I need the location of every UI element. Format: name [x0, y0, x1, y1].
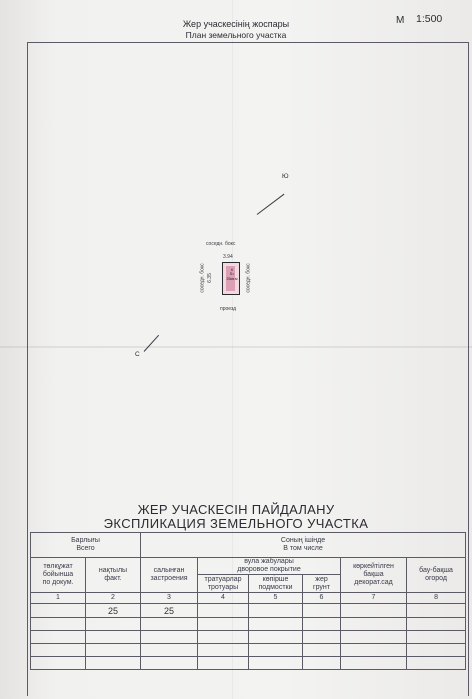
empty-cell [197, 630, 249, 644]
header-yard-cover: вула жабулары дворовое покрытие [197, 557, 341, 575]
passage-label: проезд [220, 306, 237, 312]
empty-cell [405, 643, 467, 657]
plot-number: 6 [231, 268, 233, 272]
col-number: 5 [248, 592, 303, 604]
header-ground: жер грунт [302, 574, 341, 593]
empty-cell [140, 630, 198, 644]
empty-cell [248, 630, 303, 644]
header-decor-garden: көркейтілген бақша декорат.сад [340, 557, 407, 593]
empty-cell [248, 617, 303, 631]
paper-fold-vertical [232, 0, 233, 699]
empty-cell [340, 617, 407, 631]
header-sidewalks: тратуарлар тротуары [197, 574, 249, 593]
empty-cell [140, 656, 198, 670]
empty-cell [405, 630, 467, 644]
header-built: салынған застроения [140, 557, 198, 593]
plot-hatch [226, 266, 235, 291]
empty-cell [85, 617, 141, 631]
col-number: 1 [30, 592, 86, 604]
empty-cell [140, 643, 198, 657]
explication-title-kz: ЖЕР УЧАСКЕСІН ПАЙДАЛАНУ [137, 502, 335, 517]
plan-title-ru: План земельного участка [185, 30, 287, 40]
neighbor-right-label: соседн. бокс [245, 263, 252, 293]
value-vegetable [405, 603, 467, 618]
empty-cell [302, 656, 341, 670]
explication-table: Барлығы Всего Соның ішінде В том числе т… [30, 532, 467, 670]
empty-cell [197, 643, 249, 657]
north-label: Ю [282, 173, 289, 180]
empty-cell [405, 656, 467, 670]
col-number: 2 [85, 592, 141, 604]
header-by-docs: төлкұжат бойынша по докум. [30, 557, 86, 593]
empty-cell [30, 630, 86, 644]
land-plot-outline: 6 S= 25кв.м [222, 262, 240, 295]
value-actual: 25 [85, 603, 141, 618]
empty-cell [197, 656, 249, 670]
value-by-docs [30, 603, 86, 618]
value-ground [302, 603, 341, 618]
header-bridges: көпірше подмостки [248, 574, 303, 593]
scale-value: 1:500 [416, 13, 443, 25]
header-total: Барлығы Всего [30, 532, 141, 558]
value-decor-garden [340, 603, 407, 618]
neighbor-left-label: соседн. бокс [199, 263, 206, 293]
col-number: 7 [340, 592, 407, 604]
empty-cell [302, 643, 341, 657]
paper-fold-horizontal [0, 346, 472, 348]
empty-cell [197, 617, 249, 631]
empty-cell [302, 630, 341, 644]
empty-cell [248, 643, 303, 657]
plan-title-kz: Жер учаскесінің жоспары [182, 19, 290, 29]
empty-cell [30, 643, 86, 657]
plot-area-label: S= [229, 272, 235, 277]
col-number: 4 [197, 592, 249, 604]
empty-cell [85, 630, 141, 644]
south-label: С [135, 351, 140, 358]
neighbor-top-label: соседн. бокс [206, 241, 236, 247]
empty-cell [340, 630, 407, 644]
col-number: 6 [302, 592, 341, 604]
header-including: Соның ішінде В том числе [139, 532, 467, 558]
col-number: 3 [140, 592, 198, 604]
scale-label: М [396, 15, 405, 26]
header-actual: нақтылы факт. [85, 557, 141, 593]
empty-cell [30, 656, 86, 670]
empty-cell [85, 656, 141, 670]
empty-cell [140, 617, 198, 631]
dimension-height: 6.35 [206, 273, 213, 283]
value-sidewalks [197, 603, 249, 618]
value-built: 25 [140, 603, 198, 618]
empty-cell [248, 656, 303, 670]
empty-cell [302, 617, 341, 631]
value-bridges [248, 603, 303, 618]
plot-info: 6 S= 25кв.м [225, 268, 239, 281]
header-vegetable: бау-бақша огород [405, 557, 467, 593]
empty-cell [85, 643, 141, 657]
plan-frame [27, 42, 469, 696]
empty-cell [340, 656, 407, 670]
plot-area-value: 25кв.м [226, 276, 238, 281]
dimension-width: 3.94 [223, 254, 233, 260]
col-number: 8 [405, 592, 467, 604]
empty-cell [405, 617, 467, 631]
explication-title-ru: ЭКСПЛИКАЦИЯ ЗЕМЕЛЬНОГО УЧАСТКА [103, 516, 369, 531]
empty-cell [340, 643, 407, 657]
empty-cell [30, 617, 86, 631]
